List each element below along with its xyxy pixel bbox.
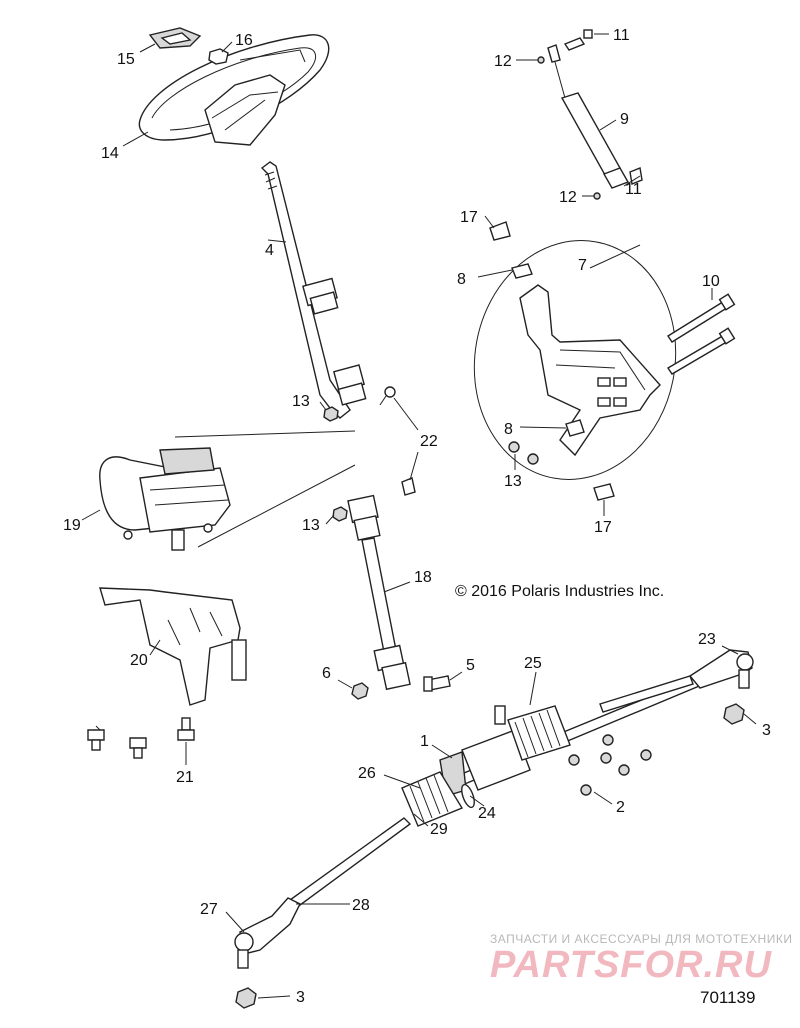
eps-mount-bolt-1 — [87, 729, 105, 751]
eps-mount-bracket — [99, 587, 247, 706]
bracket-nut-1 — [508, 441, 520, 453]
tilt-bushing-upper — [511, 263, 533, 279]
steering-wheel-nut — [208, 48, 229, 65]
tilt-gas-spring — [547, 44, 630, 189]
callout-9: 9 — [620, 111, 629, 128]
callout-13-lower: 13 — [302, 517, 320, 534]
callout-3-left: 3 — [296, 989, 305, 1006]
callout-23: 23 — [698, 631, 716, 648]
shaft-nut-lower — [332, 506, 348, 522]
callout-25: 25 — [524, 655, 542, 672]
intermediate-steering-shaft — [347, 494, 411, 691]
gas-spring-nut-lower — [593, 192, 601, 200]
pivot-bolt-upper — [667, 293, 736, 343]
callout-5: 5 — [466, 657, 475, 674]
pivot-bolt-lower — [667, 327, 736, 375]
assembly-line-lower — [197, 464, 356, 548]
callout-12-upper: 12 — [494, 53, 512, 70]
callout-17-lower: 17 — [594, 519, 612, 536]
callout-13-bracket: 13 — [504, 473, 522, 490]
callout-8-upper: 8 — [457, 271, 466, 288]
callout-4: 4 — [265, 242, 274, 259]
callout-11-lower: 11 — [625, 181, 642, 198]
pinch-bolt-upper — [379, 386, 396, 406]
callout-27: 27 — [200, 901, 218, 918]
rack-boot-right — [507, 705, 571, 761]
callout-22: 22 — [420, 433, 438, 450]
gas-spring-nut-upper — [537, 56, 545, 64]
callout-8-lower: 8 — [504, 421, 513, 438]
assembly-line-upper — [174, 430, 356, 438]
tie-rod-right — [599, 675, 694, 713]
tie-rod-end-left — [234, 897, 301, 969]
callout-14: 14 — [101, 145, 119, 162]
callout-19: 19 — [63, 517, 81, 534]
figure-number: 701139 — [700, 988, 756, 1007]
watermark-tagline: ЗАПЧАСТИ И АКСЕССУАРЫ ДЛЯ МОТОТЕХНИКИ — [490, 932, 793, 946]
rack-boot-clamp — [461, 783, 475, 809]
shaft-pinch-bolt — [423, 675, 451, 692]
tie-rod-nut-left — [235, 987, 257, 1009]
gas-spring-bolt-upper — [563, 29, 593, 51]
callout-labels: 15 16 14 4 11 12 9 12 11 17 8 7 10 8 13 … — [63, 27, 771, 1006]
shaft-nut-bottom — [351, 682, 369, 700]
rack-boot-left — [401, 771, 464, 827]
pivot-bushing-upper — [489, 221, 511, 241]
rack-mount-nuts — [568, 734, 652, 796]
callout-6: 6 — [322, 665, 331, 682]
callout-11-upper: 11 — [613, 27, 630, 44]
tie-rod-end-right — [688, 649, 754, 689]
watermark-brand: PARTSFOR.RU — [490, 944, 772, 986]
callout-20: 20 — [130, 652, 148, 669]
upper-steering-shaft — [260, 161, 367, 419]
callout-10: 10 — [702, 273, 720, 290]
callout-7: 7 — [578, 257, 587, 274]
callout-13-upper: 13 — [292, 393, 310, 410]
tilt-bracket-assembly-group — [473, 240, 677, 480]
callout-18: 18 — [414, 569, 432, 586]
callout-15: 15 — [117, 51, 135, 68]
steering-wheel-cap — [148, 27, 202, 49]
power-steering-unit — [99, 447, 231, 551]
callout-26: 26 — [358, 765, 376, 782]
tie-rod-nut-right — [723, 703, 745, 725]
callout-24: 24 — [478, 805, 496, 822]
callout-29: 29 — [430, 821, 448, 838]
leader-lines — [81, 33, 757, 999]
steering-wheel — [138, 34, 330, 146]
callout-3-right: 3 — [762, 722, 771, 739]
tilt-bushing-lower — [565, 419, 585, 437]
callout-12-lower: 12 — [559, 189, 577, 206]
callout-1: 1 — [420, 733, 429, 750]
callout-21: 21 — [176, 769, 194, 786]
callout-17-upper: 17 — [460, 209, 478, 226]
shaft-nut-upper — [323, 406, 339, 422]
eps-mount-bolt-2 — [129, 737, 147, 759]
callout-28: 28 — [352, 897, 370, 914]
bracket-nut-2 — [527, 453, 539, 465]
callout-16: 16 — [235, 32, 253, 49]
eps-mount-bolt-3 — [177, 717, 195, 741]
callout-2: 2 — [616, 799, 625, 816]
tie-rod-left — [289, 817, 412, 909]
pinch-bolt-lower — [401, 477, 416, 496]
pivot-bushing-lower — [593, 483, 615, 501]
copyright-notice: © 2016 Polaris Industries Inc. — [455, 583, 665, 600]
